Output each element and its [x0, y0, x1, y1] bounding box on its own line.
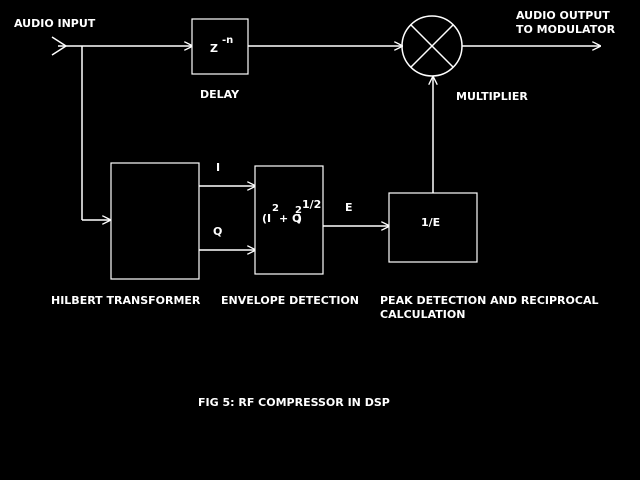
- reciprocal-block: [388, 192, 478, 263]
- q-label: Q: [213, 225, 222, 238]
- figure-caption: FIG 5: RF COMPRESSOR IN DSP: [198, 396, 390, 409]
- envelope-formula: (I 2 + Q 2 ) 1/2: [262, 198, 321, 225]
- peak-label-line2: CALCULATION: [380, 308, 465, 321]
- audio-output-label-line2: TO MODULATOR: [516, 23, 616, 36]
- svg-text:+ Q: + Q: [279, 212, 301, 225]
- e-label: E: [345, 201, 353, 214]
- delay-exponent: -n: [222, 35, 233, 46]
- audio-output-label-line1: AUDIO OUTPUT: [516, 9, 610, 22]
- i-label: I: [216, 161, 220, 174]
- hilbert-label: HILBERT TRANSFORMER: [51, 294, 201, 307]
- svg-text:(I: (I: [262, 212, 271, 225]
- peak-label-line1: PEAK DETECTION AND RECIPROCAL: [380, 294, 598, 307]
- delay-symbol: Z: [210, 42, 218, 55]
- svg-text:2: 2: [295, 205, 302, 216]
- audio-input-label: AUDIO INPUT: [14, 17, 96, 30]
- reciprocal-label: 1/E: [421, 216, 440, 229]
- multiplier-icon: [401, 15, 463, 77]
- svg-text:2: 2: [272, 203, 279, 214]
- svg-text:): ): [297, 212, 302, 225]
- envelope-block: [254, 165, 324, 275]
- hilbert-block: [110, 162, 200, 280]
- delay-label: DELAY: [200, 88, 240, 101]
- envelope-label: ENVELOPE DETECTION: [221, 294, 359, 307]
- multiplier-label: MULTIPLIER: [456, 90, 528, 103]
- svg-text:1/2: 1/2: [302, 198, 321, 211]
- delay-block: [191, 18, 249, 75]
